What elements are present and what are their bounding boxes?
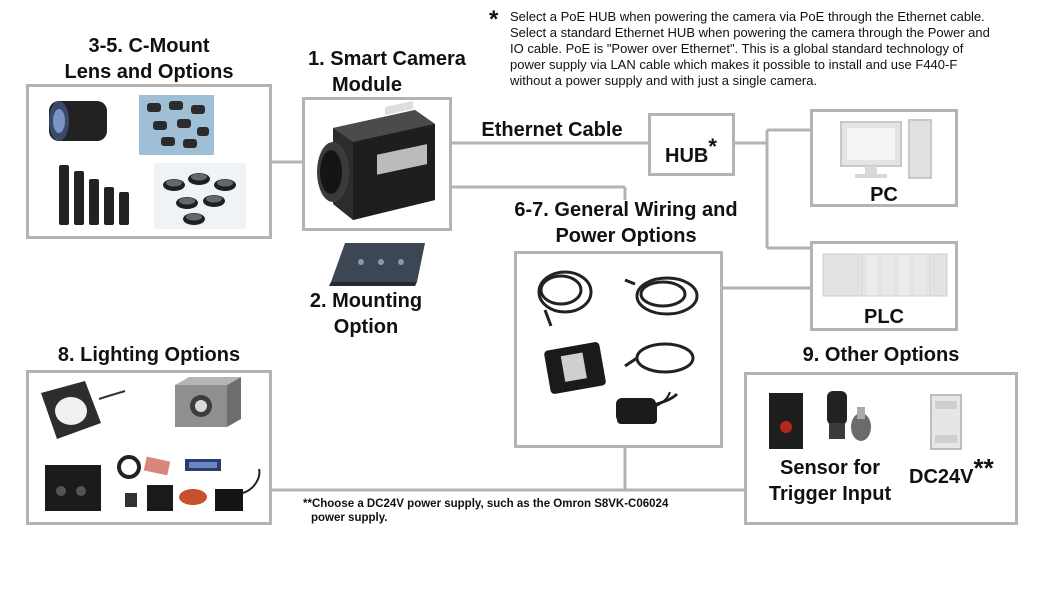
poe-note: Select a PoE HUB when powering the camer…: [510, 9, 1040, 89]
camera-icon: [317, 101, 435, 220]
note-star: *: [489, 6, 499, 33]
lighting-box[interactable]: [26, 370, 272, 525]
wiring-title-line: Power Options: [555, 225, 697, 247]
lens-box[interactable]: [26, 84, 272, 239]
hub-star: *: [708, 134, 717, 159]
camera-box[interactable]: [302, 97, 452, 231]
power-adapter-icon: [616, 391, 671, 422]
lighting-section-title: 8. Lighting Options: [57, 344, 241, 366]
footnote-line: power supply.: [311, 512, 388, 524]
note-line: without a power supply and with just a s…: [510, 73, 818, 88]
ring-light-icon: [41, 377, 261, 511]
mounting-section-title: 2. Mounting Option: [296, 288, 436, 340]
footnote: **Choose a DC24V power supply, such as t…: [303, 497, 733, 525]
pc-icon: [840, 119, 932, 179]
dc24v-text: DC24V: [909, 466, 974, 488]
wiring-section-title: 6-7. General Wiring and Power Options: [478, 197, 774, 249]
mounting-plate-icon: [329, 243, 425, 286]
sensor-label: Sensor for Trigger Input: [747, 455, 913, 507]
ethernet-cable-label: Ethernet Cable: [481, 119, 623, 141]
pc-box[interactable]: PC: [810, 109, 958, 207]
mounting-title-line: Option: [333, 316, 399, 338]
sensor-icon: [769, 391, 871, 449]
footnote-line: **Choose a DC24V power supply, such as t…: [303, 498, 669, 510]
other-section-title: 9. Other Options: [802, 344, 960, 366]
mounting-title-line: 2. Mounting: [309, 290, 423, 312]
power-supply-icon: [930, 394, 962, 450]
lens-title-line: 3-5. C-Mount: [88, 35, 210, 57]
lens-section-title: 3-5. C-Mount Lens and Options: [26, 33, 272, 85]
controller-icon: [45, 465, 101, 511]
hub-box[interactable]: HUB*: [648, 113, 735, 176]
lens-title-line: Lens and Options: [64, 61, 234, 83]
wiring-title-line: 6-7. General Wiring and: [514, 199, 738, 221]
dc24v-label: DC24V**: [909, 453, 994, 489]
plc-label: PLC: [864, 306, 904, 328]
note-line: IO cable. PoE is "Power over Ethernet". …: [510, 41, 964, 56]
note-line: Select a standard Ethernet HUB when powe…: [510, 25, 990, 40]
camera-title-line: Module: [332, 74, 402, 96]
hub-label: HUB: [665, 145, 709, 167]
dc24v-stars: **: [973, 453, 994, 483]
plc-box[interactable]: PLC: [810, 241, 958, 331]
sensor-label-line: Sensor for: [779, 457, 881, 479]
lens-icon: [49, 95, 246, 229]
pc-label: PC: [870, 184, 898, 206]
note-line: Select a PoE HUB when powering the camer…: [510, 9, 985, 24]
other-options-box[interactable]: Sensor for Trigger Input DC24V**: [744, 372, 1018, 525]
camera-title-line: 1. Smart Camera: [308, 48, 466, 70]
sensor-label-line: Trigger Input: [768, 483, 892, 505]
camera-section-title: 1. Smart Camera Module: [296, 46, 478, 98]
plc-icon: [822, 253, 948, 297]
note-line: power supply via LAN cable which makes i…: [510, 57, 958, 72]
